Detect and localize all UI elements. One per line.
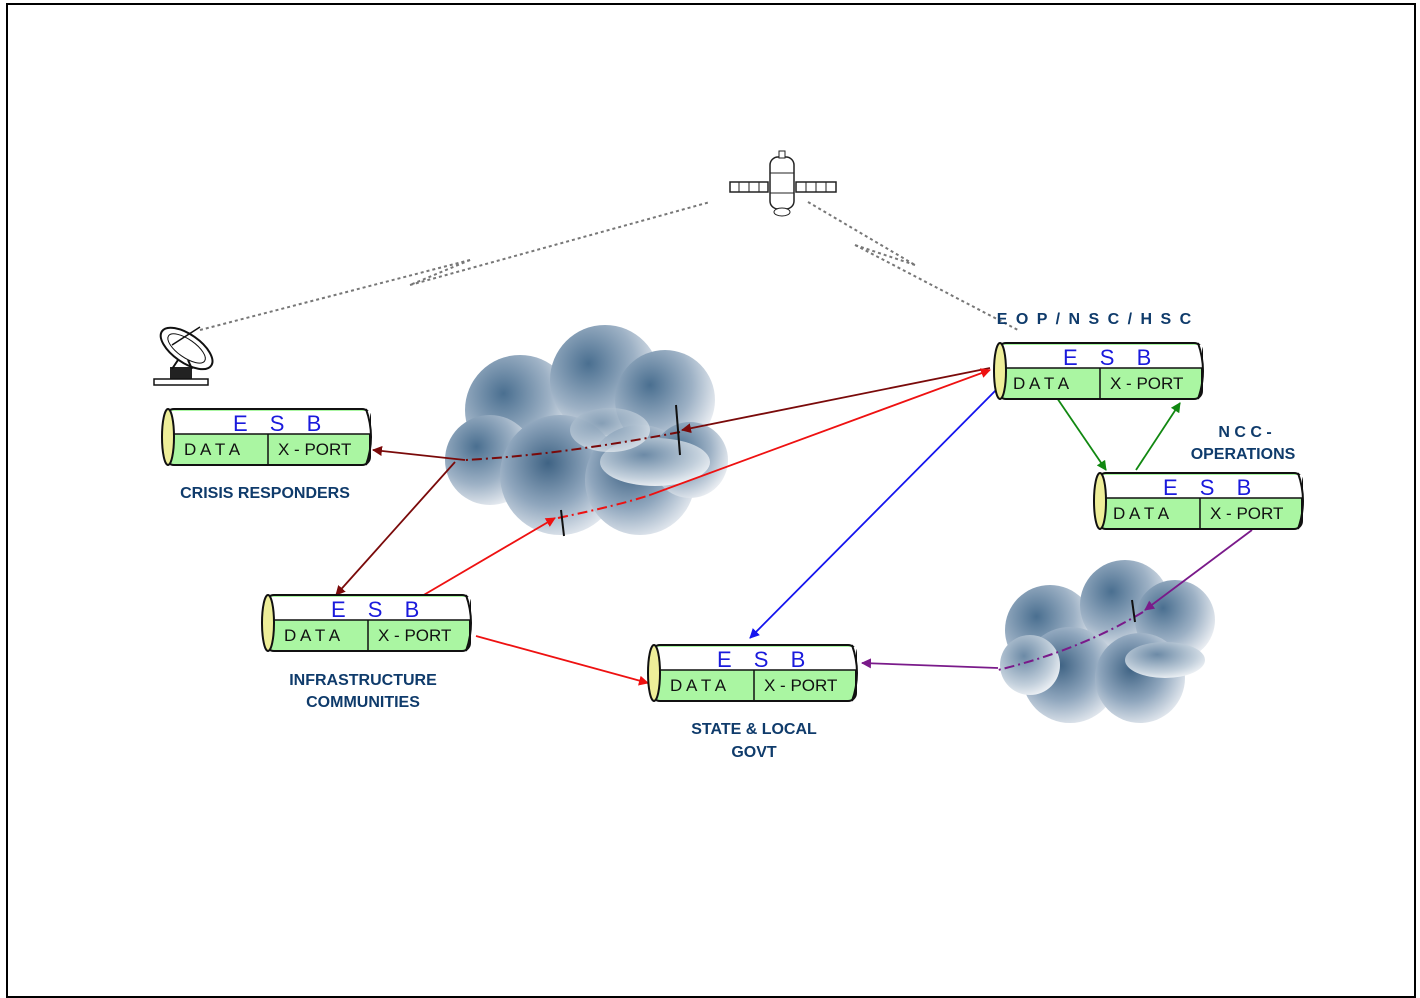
esb-port-cell: X - PORT — [764, 676, 837, 695]
link-infra-to-state — [475, 635, 649, 686]
link-ncc-to-eop — [1135, 402, 1181, 471]
cloud-boundary-mark — [675, 404, 681, 456]
esb-node-infra: E S B D A T A X - PORT — [261, 594, 472, 652]
label-eop: E O P / N S C / H S C — [997, 311, 1193, 328]
esb-title: E S B — [717, 647, 813, 672]
esb-title: E S B — [233, 411, 329, 436]
link-crisis-arrow — [372, 446, 466, 461]
label-crisis: CRISIS RESPONDERS — [180, 485, 350, 502]
esb-port-cell: X - PORT — [1210, 504, 1283, 523]
link-eop-to-crisis — [681, 367, 991, 434]
link-eop-to-ncc — [1056, 397, 1107, 471]
esb-port-cell: X - PORT — [1110, 374, 1183, 393]
cloud-icon — [1000, 560, 1215, 723]
label-state-line2: GOVT — [731, 744, 777, 761]
link-cloud-to-eop — [649, 368, 991, 496]
satellite-dish-icon — [153, 326, 214, 386]
esb-node-ncc: E S B D A T A X - PORT — [1093, 472, 1304, 530]
cloud-boundary-mark — [560, 509, 565, 537]
link-cloud-segment — [997, 611, 1144, 671]
satellite-link-left — [199, 201, 711, 331]
esb-data-cell: D A T A — [670, 676, 727, 695]
satellite-icon — [729, 150, 837, 217]
link-eop-to-state — [749, 385, 1001, 639]
esb-node-crisis: E S B D A T A X - PORT — [161, 408, 372, 466]
link-crisis-to-infra — [335, 461, 456, 596]
label-infra-line2: COMMUNITIES — [306, 694, 420, 711]
link-ncc-to-cloud — [1144, 529, 1253, 611]
label-state-line1: STATE & LOCAL — [691, 721, 817, 738]
satellite-link-right — [807, 201, 1019, 331]
esb-node-eop: E S B D A T A X - PORT — [993, 342, 1204, 400]
esb-port-cell: X - PORT — [378, 626, 451, 645]
cloud-boundary-mark — [1131, 599, 1136, 623]
link-cloud-segment — [464, 431, 681, 461]
label-ncc-line1: N C C - — [1218, 424, 1271, 441]
esb-data-cell: D A T A — [284, 626, 341, 645]
link-cloud-segment — [557, 494, 651, 519]
esb-data-cell: D A T A — [1013, 374, 1070, 393]
esb-port-cell: X - PORT — [278, 440, 351, 459]
esb-title: E S B — [1063, 345, 1159, 370]
esb-title: E S B — [331, 597, 427, 622]
esb-title: E S B — [1163, 475, 1259, 500]
cloud-icon — [445, 325, 728, 535]
link-cloud-to-state — [861, 658, 999, 669]
esb-data-cell: D A T A — [184, 440, 241, 459]
label-ncc-line2: OPERATIONS — [1191, 446, 1296, 463]
link-infra-to-cloud — [421, 517, 556, 597]
esb-data-cell: D A T A — [1113, 504, 1170, 523]
esb-node-state: E S B D A T A X - PORT — [647, 644, 858, 702]
label-infra-line1: INFRASTRUCTURE — [289, 672, 437, 689]
